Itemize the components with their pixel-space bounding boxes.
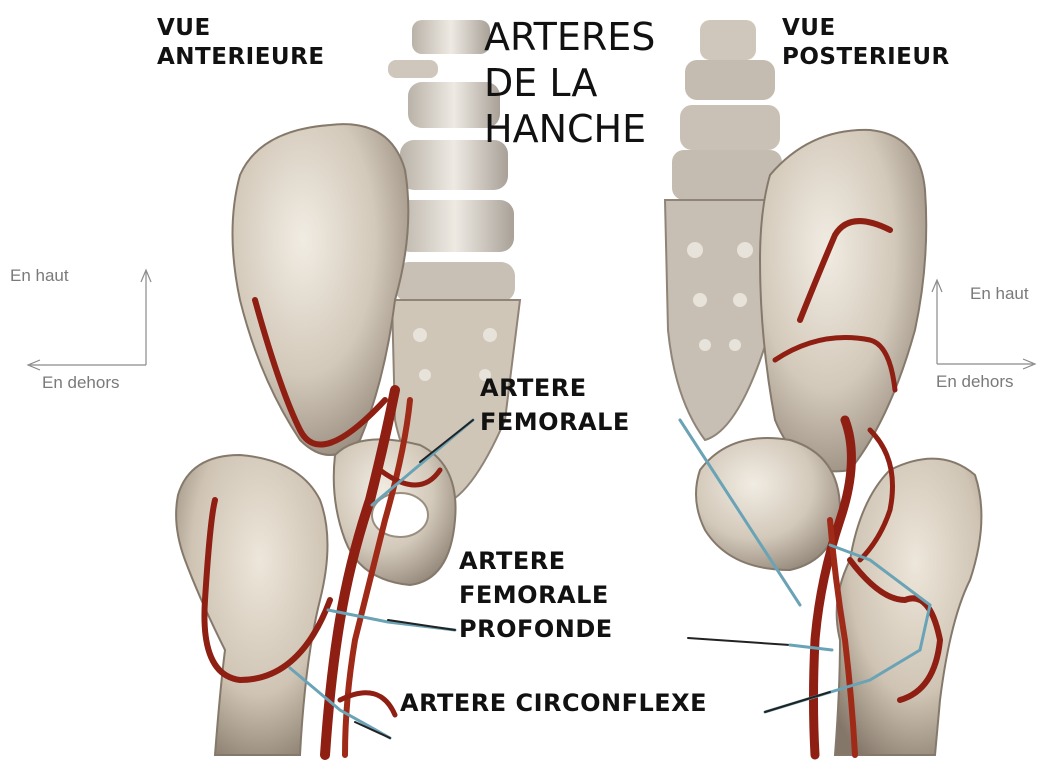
page-title-line2: DE LA — [484, 60, 655, 106]
label-deep-femoral-artery-line2: FEMORALE — [459, 578, 613, 612]
ischium-posterior — [696, 438, 840, 570]
sacrum-posterior — [665, 200, 775, 440]
label-femoral-artery: ARTERE FEMORALE — [480, 371, 630, 439]
posterior-view-illustration — [665, 20, 981, 755]
posterior-view-title-line1: VUE — [782, 14, 950, 43]
label-circumflex-artery: ARTERE CIRCONFLEXE — [400, 686, 707, 720]
label-deep-femoral-artery-line3: PROFONDE — [459, 612, 613, 646]
label-femoral-artery-line1: ARTERE — [480, 371, 630, 405]
page-title: ARTERES DE LA HANCHE — [484, 14, 655, 152]
axis-out-label-right: En dehors — [936, 372, 1014, 392]
page-title-line1: ARTERES — [484, 14, 655, 60]
anterior-view-title-line1: VUE — [157, 14, 325, 43]
femur-posterior — [835, 459, 981, 755]
axis-up-label-right: En haut — [970, 284, 1029, 304]
femur-anterior — [176, 455, 327, 755]
label-deep-femoral-artery-line1: ARTERE — [459, 544, 613, 578]
posterior-view-title-line2: POSTERIEUR — [782, 43, 950, 72]
anterior-view-title: VUE ANTERIEURE — [157, 14, 325, 72]
page-title-line3: HANCHE — [484, 106, 655, 152]
label-femoral-artery-line2: FEMORALE — [480, 405, 630, 439]
posterior-view-title: VUE POSTERIEUR — [782, 14, 950, 72]
label-deep-femoral-artery: ARTERE FEMORALE PROFONDE — [459, 544, 613, 646]
anterior-view-title-line2: ANTERIEURE — [157, 43, 325, 72]
lumbar-spine-posterior — [672, 20, 782, 200]
axis-up-label-left: En haut — [10, 266, 69, 286]
axis-out-label-left: En dehors — [42, 373, 120, 393]
